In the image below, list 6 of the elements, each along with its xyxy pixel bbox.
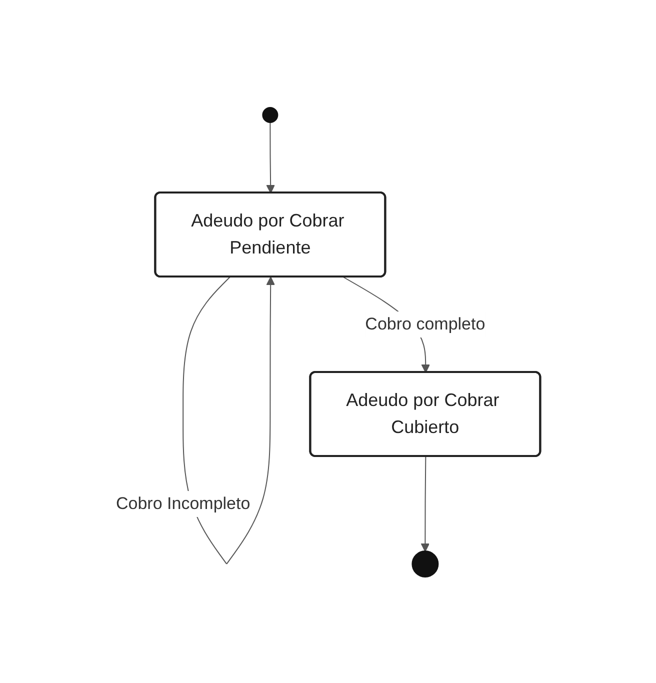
edge-label: Cobro Incompleto xyxy=(116,494,250,512)
arrow xyxy=(266,122,275,193)
edge-label: Cobro completo xyxy=(365,314,486,333)
node-circle xyxy=(262,106,278,122)
node-circle xyxy=(412,550,439,577)
arrow xyxy=(420,456,430,552)
